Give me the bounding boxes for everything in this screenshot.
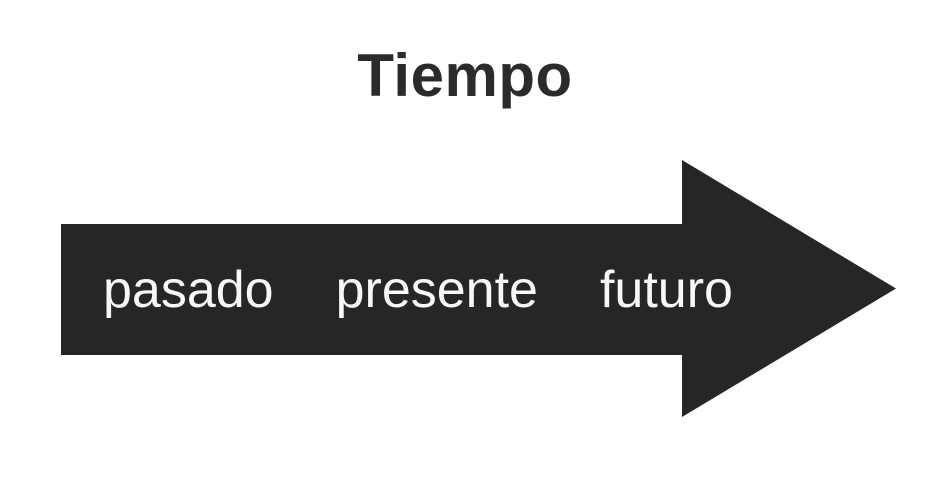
timeline-label-future: futuro	[599, 260, 733, 319]
diagram-title: Tiempo	[357, 42, 573, 109]
right-arrow-shape	[61, 160, 896, 417]
timeline-labels: pasado presente futuro	[103, 224, 733, 355]
timeline-arrow: pasado presente futuro	[61, 160, 896, 417]
arrow-graphic	[61, 160, 896, 417]
timeline-label-past: pasado	[103, 260, 274, 319]
timeline-label-present: presente	[335, 260, 538, 319]
